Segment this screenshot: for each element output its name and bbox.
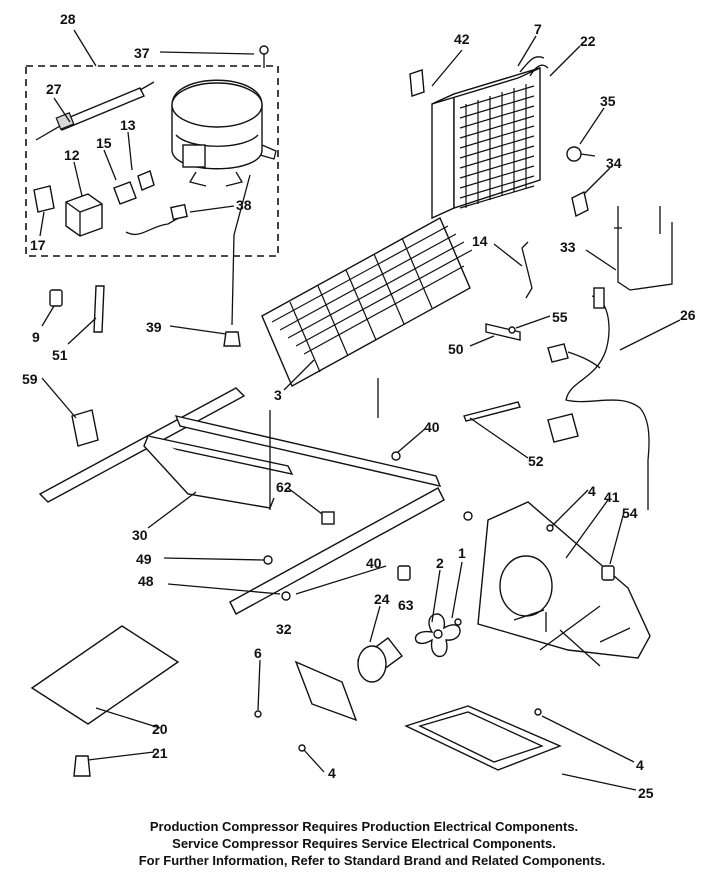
wire-38 xyxy=(125,203,188,236)
callout-14: 14 xyxy=(472,233,488,249)
compressor-group-box xyxy=(25,65,279,257)
callout-40-upper: 40 xyxy=(424,419,440,435)
clip-14 xyxy=(521,241,533,299)
callout-20: 20 xyxy=(152,721,168,737)
tube-33 xyxy=(614,206,673,291)
callout-41: 41 xyxy=(604,489,620,505)
callout-7: 7 xyxy=(534,21,542,37)
callout-labels: 28 37 42 7 22 27 13 15 12 35 34 17 38 33… xyxy=(22,11,696,801)
shroud-41 xyxy=(477,501,651,667)
grommet-39 xyxy=(223,331,241,347)
callout-59: 59 xyxy=(22,371,38,387)
callout-17: 17 xyxy=(30,237,46,253)
note-production: Production Compressor Requires Productio… xyxy=(150,819,578,834)
cover-15 xyxy=(113,181,137,205)
clip-13 xyxy=(137,170,155,191)
callout-15: 15 xyxy=(96,135,112,151)
callout-4-lower: 4 xyxy=(636,757,644,773)
leader-lines xyxy=(39,29,681,791)
base-frame xyxy=(38,378,445,615)
callout-13: 13 xyxy=(120,117,136,133)
callout-55: 55 xyxy=(552,309,568,325)
note-further-info: For Further Information, Refer to Standa… xyxy=(139,853,606,868)
cap-9 xyxy=(49,289,63,307)
fan-2 xyxy=(414,613,461,657)
callout-12: 12 xyxy=(64,147,80,163)
callout-37: 37 xyxy=(134,45,150,61)
callout-49: 49 xyxy=(136,551,152,567)
screw-4-lower xyxy=(534,708,542,716)
callout-54: 54 xyxy=(622,505,638,521)
callout-6: 6 xyxy=(254,645,262,661)
compressor-tube xyxy=(231,174,251,326)
heater-35 xyxy=(566,146,596,162)
condenser-3 xyxy=(261,217,473,387)
callout-38: 38 xyxy=(236,197,252,213)
screw-6 xyxy=(254,710,262,718)
footer-notes: Production Compressor Requires Productio… xyxy=(139,819,606,868)
callout-22: 22 xyxy=(580,33,596,49)
relay-12 xyxy=(65,193,103,237)
callout-3: 3 xyxy=(274,387,282,403)
callout-28: 28 xyxy=(60,11,76,27)
callout-42: 42 xyxy=(454,31,470,47)
clip-34 xyxy=(571,190,589,218)
callout-48: 48 xyxy=(138,573,154,589)
callout-4-upper: 4 xyxy=(588,483,596,499)
motor-24 xyxy=(357,637,403,683)
callout-2: 2 xyxy=(436,555,444,571)
screw-49 xyxy=(263,555,273,565)
callout-50: 50 xyxy=(448,341,464,357)
callout-1: 1 xyxy=(458,545,466,561)
screw-48 xyxy=(281,591,291,601)
screw-40-upper xyxy=(391,451,401,461)
bracket-32 xyxy=(294,660,358,722)
plug-17 xyxy=(33,185,55,213)
callout-30: 30 xyxy=(132,527,148,543)
nut-54 xyxy=(601,565,615,581)
cap-63 xyxy=(397,565,411,581)
callout-34: 34 xyxy=(606,155,622,171)
screw-1 xyxy=(454,618,462,626)
callout-21: 21 xyxy=(152,745,168,761)
screw-4-upper xyxy=(546,524,554,532)
rod-52 xyxy=(463,401,521,422)
pad-20 xyxy=(30,625,180,725)
compressor xyxy=(171,79,277,187)
callout-26: 26 xyxy=(680,307,696,323)
callout-52: 52 xyxy=(528,453,544,469)
callout-35: 35 xyxy=(600,93,616,109)
screw-55 xyxy=(508,326,516,334)
callout-25: 25 xyxy=(638,785,654,801)
callout-51: 51 xyxy=(52,347,68,363)
callout-63: 63 xyxy=(398,597,414,613)
callout-9: 9 xyxy=(32,329,40,345)
evaporator-7 xyxy=(431,56,549,220)
callout-40-lower: 40 xyxy=(366,555,382,571)
callout-24: 24 xyxy=(374,591,390,607)
screw-40-lower xyxy=(463,511,473,521)
evaporator-coils xyxy=(459,84,535,209)
callout-39: 39 xyxy=(146,319,162,335)
bracket-59 xyxy=(71,409,99,447)
screw-4-bottom xyxy=(298,744,306,752)
bracket-42 xyxy=(409,69,425,97)
callout-62: 62 xyxy=(276,479,292,495)
callout-4-bottom: 4 xyxy=(328,765,336,781)
screw-37 xyxy=(259,45,269,68)
callout-27: 27 xyxy=(46,81,62,97)
note-service: Service Compressor Requires Service Elec… xyxy=(172,836,556,851)
compressor-group xyxy=(25,45,279,257)
callout-32: 32 xyxy=(276,621,292,637)
harness-26 xyxy=(547,287,650,510)
spring-21 xyxy=(73,755,91,777)
callout-33: 33 xyxy=(560,239,576,255)
tray-25 xyxy=(404,705,562,771)
overload-27 xyxy=(35,81,155,141)
clip-62 xyxy=(321,511,335,525)
tube-51 xyxy=(93,285,105,333)
